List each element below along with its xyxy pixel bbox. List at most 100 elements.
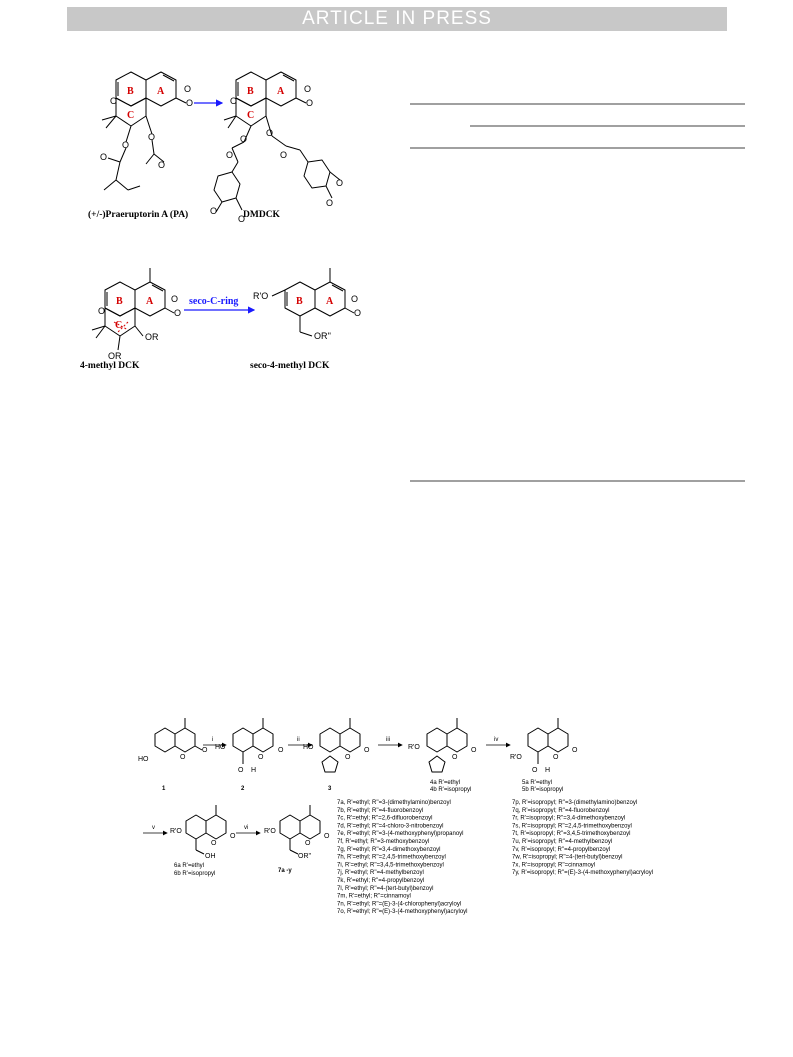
scheme-row-2: v R'O OH O O 6a R'=ethyl 6b R'=isopropyl… <box>143 805 330 877</box>
ring-label-a: A <box>157 86 165 97</box>
atom-ro-7: R'O <box>264 828 276 835</box>
ring-label-b4: B <box>296 296 303 307</box>
atom-ro-6: R'O <box>170 828 182 835</box>
compound-entry: 7e, R'=ethyl; R''=3-(4-methoxyphenyl)pro… <box>337 831 464 837</box>
svg-text:O: O <box>226 150 233 160</box>
pa-caption: (+/-)Praeruptorin A (PA) <box>88 209 188 220</box>
step-i: i <box>212 737 213 743</box>
compound-2-label: 2 <box>241 786 245 792</box>
substituent-list-left: 7a, R'=ethyl; R''=3-(dimethylamino)benzo… <box>337 800 467 915</box>
svg-text:O: O <box>110 96 117 106</box>
compound-5a-label: 5a R'=ethyl <box>522 780 552 786</box>
r-prime-o-label: R'O <box>253 291 268 301</box>
svg-text:O: O <box>572 747 578 754</box>
compound-entry: 7j, R'=ethyl; R''=4-methylbenzoyl <box>337 870 424 876</box>
compound-1-label: 1 <box>162 786 166 792</box>
svg-text:O: O <box>174 308 181 318</box>
svg-text:O: O <box>326 198 333 208</box>
or-label-1: OR <box>145 332 159 342</box>
dmdck-caption: DMDCK <box>243 210 281 220</box>
compound-5b-label: 5b R'=isopropyl <box>522 787 563 793</box>
step-iii: iii <box>386 737 390 743</box>
step-ii: ii <box>297 737 300 743</box>
atom-h-5: H <box>545 767 550 774</box>
compound-entry: 7y, R'=isopropyl; R''=(E)-3-(4-methoxyph… <box>512 870 653 876</box>
compound-entry: 7r, R'=isopropyl; R''=3,4-dimethoxybenzo… <box>512 816 625 822</box>
scheme-row-1: HO O O 1 i HO O H O O 2 ii HO O <box>138 718 578 793</box>
svg-text:O: O <box>148 132 155 142</box>
compound-4b-label: 4b R'=isopropyl <box>430 787 471 793</box>
or-double-prime-label: OR'' <box>314 331 331 341</box>
ring-label-a3: A <box>146 296 154 307</box>
compound-entry: 7v, R'=isopropyl; R''=4-propylbenzoyl <box>512 847 610 853</box>
atom-ho-3: HO <box>303 744 314 751</box>
svg-text:O: O <box>278 747 284 754</box>
compound-entry: 7q, R'=isopropyl; R''=4-fluorobenzoyl <box>512 808 610 814</box>
ring-label-c3: C <box>115 320 122 331</box>
compound-4a-label: 4a R'=ethyl <box>430 780 460 786</box>
svg-text:O: O <box>258 754 264 761</box>
compound-entry: 7n, R'=ethyl; R''=(E)-3-(4-chlorophenyl)… <box>337 901 461 907</box>
compound-entry: 7h, R'=ethyl; R''=2,4,5-trimethoxybenzoy… <box>337 855 446 861</box>
seco-4-methyl-dck-caption: seco-4-methyl DCK <box>250 361 330 371</box>
svg-text:O: O <box>238 214 245 224</box>
svg-text:O: O <box>100 152 107 162</box>
compound-6b-label: 6b R'=isopropyl <box>174 871 215 877</box>
svg-text:O: O <box>345 754 351 761</box>
4-methyl-dck-caption: 4-methyl DCK <box>80 361 140 371</box>
dmdck-structure: O O O O O O O O O O O B A C <box>210 71 343 224</box>
praeruptorin-a-structure: O O O O O O O B A C <box>100 71 193 191</box>
atom-ho-1: HO <box>138 756 149 763</box>
svg-text:O: O <box>210 206 217 216</box>
atom-ro-4: R'O <box>408 744 420 751</box>
compound-entry: 7t, R'=isopropyl; R''=3,4,5-trimethoxybe… <box>512 831 631 837</box>
compound-entry: 7g, R'=ethyl; R''=3,4-dimethoxybenzoyl <box>337 847 441 853</box>
atom-o-5: O <box>532 767 538 774</box>
atom-h-2: H <box>251 767 256 774</box>
compound-entry: 7b, R'=ethyl; R''=4-fluorobenzoyl <box>337 808 423 814</box>
svg-text:O: O <box>230 833 236 840</box>
svg-text:O: O <box>230 96 237 106</box>
compound-entry: 7w, R'=isopropyl; R''=4-(tert-butyl)benz… <box>512 855 622 861</box>
svg-text:O: O <box>180 754 186 761</box>
compound-entry: 7x, R'=isopropyl; R''=cinnamoyl <box>512 862 595 868</box>
ring-label-a2: A <box>277 86 285 97</box>
or-label-2: OR <box>108 351 122 361</box>
compound-3-label: 3 <box>328 786 332 792</box>
svg-text:O: O <box>306 98 313 108</box>
compound-entry: 7p, R'=isopropyl; R''=3-(dimethylamino)b… <box>512 800 637 806</box>
svg-text:O: O <box>553 754 559 761</box>
compound-6a-label: 6a R'=ethyl <box>174 863 204 869</box>
compound-entry: 7i, R'=ethyl; R''=3,4,5-trimethoxybenzoy… <box>337 862 444 868</box>
ring-label-b: B <box>127 86 134 97</box>
compound-entry: 7c, R'=ethyl; R''=2,6-difluorobenzoyl <box>337 816 433 822</box>
svg-text:O: O <box>171 294 178 304</box>
compound-entry: 7a, R'=ethyl; R''=3-(dimethylamino)benzo… <box>337 800 451 806</box>
svg-text:O: O <box>351 294 358 304</box>
atom-or-7: OR'' <box>298 853 311 860</box>
step-v: v <box>152 825 155 831</box>
seco-4-methyl-dck-structure: R'O OR'' O O B A <box>253 268 361 341</box>
svg-text:O: O <box>240 134 247 144</box>
compound-entry: 7o, R'=ethyl; R''=(E)-3-(4-methoxyphenyl… <box>337 909 467 915</box>
compound-entry: 7m, R'=ethyl; R''=cinnamoyl <box>337 894 411 900</box>
svg-text:O: O <box>158 160 165 170</box>
svg-text:O: O <box>186 98 193 108</box>
compound-entry: 7u, R'=isopropyl; R''=4-methylbenzoyl <box>512 839 612 845</box>
svg-text:O: O <box>184 84 191 94</box>
4-methyl-dck-structure: O O O OR OR B A C <box>91 268 181 361</box>
atom-ho-2: HO <box>215 744 226 751</box>
svg-text:O: O <box>122 140 129 150</box>
svg-text:O: O <box>280 150 287 160</box>
atom-o-2: O <box>238 767 244 774</box>
svg-text:O: O <box>98 306 105 316</box>
atom-oh-6: OH <box>205 853 216 860</box>
svg-text:O: O <box>211 840 217 847</box>
svg-text:O: O <box>305 840 311 847</box>
svg-text:O: O <box>304 84 311 94</box>
ring-label-b3: B <box>116 296 123 307</box>
compound-entry: 7d, R'=ethyl; R''=4-chloro-3-nitrobenzoy… <box>337 823 444 829</box>
compound-entry: 7k, R'=ethyl; R''=4-propylbenzoyl <box>337 878 424 884</box>
step-iv: iv <box>494 737 498 743</box>
step-vi: vi <box>244 825 248 831</box>
